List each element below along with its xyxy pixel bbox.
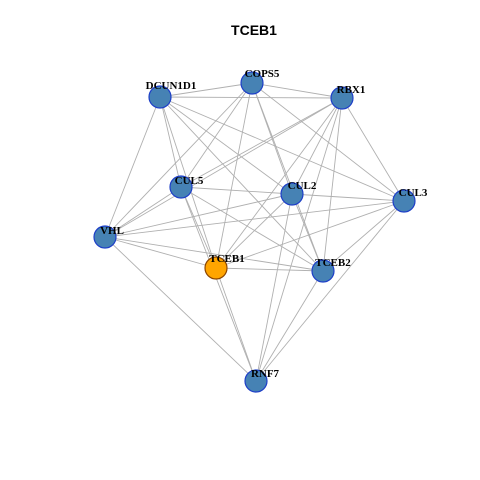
edge-cul3-rnf7 [255,200,405,382]
edge-dcun1d1-cul2 [159,96,293,195]
node-label-cul5: CUL5 [175,175,204,187]
node-label-cops5: COPS5 [245,68,280,80]
node-circle-cul3 [392,189,416,213]
node-tceb2: TCEB2 [311,257,351,283]
node-label-cul2: CUL2 [288,180,317,192]
edge-cul3-tceb2 [322,200,405,272]
node-circle-cul2 [280,182,304,206]
edge-vhl-tceb1 [104,236,217,269]
node-label-rnf7: RNF7 [251,368,280,380]
edge-cul3-tceb1 [215,200,405,269]
node-circle-rnf7 [244,369,268,393]
edge-tceb1-rnf7 [215,267,257,382]
node-circle-vhl [93,225,117,249]
edge-cul5-cul2 [180,186,293,195]
edge-rbx1-tceb2 [322,97,343,272]
edge-cul5-tceb2 [180,186,324,272]
edge-dcun1d1-cops5 [159,82,253,98]
node-vhl: VHL [93,225,124,249]
edge-rbx1-tceb1 [215,97,343,269]
edge-dcun1d1-cul3 [159,96,405,202]
node-cul2: CUL2 [280,180,317,206]
edge-cul2-cul3 [291,193,405,202]
edge-cops5-tceb1 [215,82,253,269]
node-label-tceb1: TCEB1 [209,253,244,265]
edge-rbx1-vhl [104,97,343,238]
node-label-cul3: CUL3 [399,187,428,199]
edge-cul5-vhl [104,186,182,238]
edge-dcun1d1-rbx1 [159,96,343,99]
edge-vhl-tceb2 [104,236,324,272]
edge-cops5-rbx1 [251,82,343,99]
node-circle-dcun1d1 [148,85,172,109]
node-label-vhl: VHL [100,225,124,237]
edge-cops5-vhl [104,82,253,238]
edge-cul3-vhl [104,200,405,238]
node-dcun1d1: DCUN1D1 [146,80,197,109]
edge-cops5-cul5 [180,82,253,188]
edge-cul5-tceb1 [180,186,217,269]
node-circle-cops5 [240,71,264,95]
node-rbx1: RBX1 [330,84,366,110]
node-cops5: COPS5 [240,68,280,95]
node-circle-tceb2 [311,259,335,283]
edge-rbx1-cul5 [180,97,343,188]
edge-cul2-rnf7 [255,193,293,382]
node-tceb1: TCEB1 [204,253,245,280]
edge-tceb2-rnf7 [255,270,324,382]
node-cul3: CUL3 [392,187,428,213]
node-rnf7: RNF7 [244,368,280,393]
edge-vhl-rnf7 [104,236,257,382]
edge-layer [104,82,405,382]
edge-cul2-vhl [104,193,293,238]
edge-cul2-tceb2 [291,193,324,272]
node-label-rbx1: RBX1 [337,84,366,96]
node-cul5: CUL5 [169,175,204,199]
node-label-dcun1d1: DCUN1D1 [146,80,197,92]
edge-dcun1d1-tceb2 [159,96,324,272]
edge-cul2-tceb1 [215,193,293,269]
edge-tceb1-tceb2 [215,267,324,272]
node-label-tceb2: TCEB2 [315,257,351,269]
edge-rbx1-cul2 [291,97,343,195]
node-circle-cul5 [169,175,193,199]
node-circle-rbx1 [330,86,354,110]
edge-rbx1-rnf7 [255,97,343,382]
edge-cops5-tceb2 [251,82,324,272]
edge-dcun1d1-vhl [104,96,161,238]
edge-cul5-rnf7 [180,186,257,382]
edge-cops5-cul3 [251,82,405,202]
edge-rbx1-cul3 [341,97,405,202]
edge-dcun1d1-cul5 [159,96,182,188]
diagram-title: TCEB1 [231,22,277,38]
node-circle-tceb1 [204,256,228,280]
